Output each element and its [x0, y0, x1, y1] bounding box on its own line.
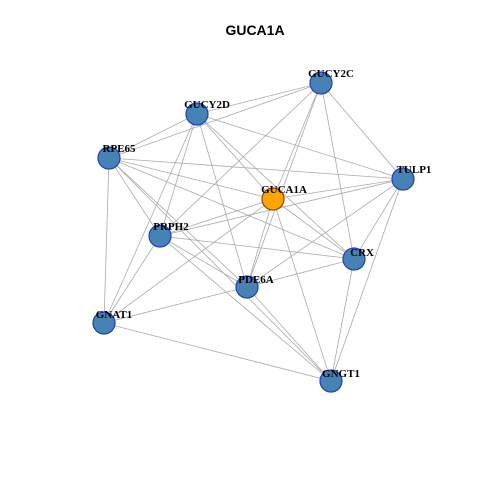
- node-gngt1: GNGT1: [319, 368, 360, 393]
- node-tulp1: TULP1: [391, 164, 432, 191]
- edge-rpe65-gngt1: [108, 157, 332, 382]
- node-gucy2d: GUCY2D: [184, 99, 230, 126]
- edge-guca1a-gnat1: [103, 198, 274, 324]
- node-circle: [97, 146, 121, 170]
- edge-tulp1-gngt1: [330, 178, 404, 382]
- node-circle: [309, 71, 333, 95]
- edge-gucy2c-prph2: [159, 82, 322, 237]
- edge-gucy2c-crx: [320, 82, 355, 260]
- edge-guca1a-pde6a: [246, 198, 274, 288]
- node-label: PRPH2: [153, 221, 189, 233]
- node-label: GUCA1A: [261, 184, 307, 196]
- node-circle: [148, 224, 172, 248]
- node-circle: [185, 102, 209, 126]
- edge-gucy2c-tulp1: [320, 82, 404, 180]
- edge-prph2-gngt1: [159, 235, 332, 382]
- node-rpe65: RPE65: [97, 143, 137, 170]
- edge-gucy2d-guca1a: [196, 113, 274, 200]
- node-guca1a: GUCA1A: [261, 184, 307, 211]
- node-label: GUCY2C: [308, 68, 354, 80]
- edge-crx-pde6a: [246, 258, 355, 288]
- node-circle: [391, 167, 415, 191]
- edge-prph2-crx: [159, 235, 355, 260]
- edge-pde6a-gnat1: [103, 286, 248, 324]
- edge-gucy2c-rpe65: [108, 82, 322, 159]
- node-label: PDE6A: [238, 274, 274, 286]
- edge-gucy2c-gucy2d: [196, 82, 322, 115]
- edge-rpe65-guca1a: [108, 157, 274, 200]
- edge-prph2-pde6a: [159, 235, 248, 288]
- edge-rpe65-prph2: [108, 157, 161, 237]
- edge-pde6a-gngt1: [246, 286, 332, 382]
- edge-guca1a-crx: [272, 198, 355, 260]
- node-circle: [261, 187, 285, 211]
- node-label: GUCY2D: [184, 99, 230, 111]
- edge-guca1a-prph2: [159, 198, 274, 237]
- diagram-title: GUCA1A: [225, 22, 284, 38]
- node-circle: [92, 311, 116, 335]
- node-prph2: PRPH2: [148, 221, 189, 248]
- edge-tulp1-prph2: [159, 178, 404, 237]
- edge-layer: [103, 82, 404, 382]
- edge-rpe65-gnat1: [103, 157, 110, 324]
- edge-gucy2d-rpe65: [108, 113, 198, 159]
- edge-rpe65-crx: [108, 157, 355, 260]
- node-label: CRX: [350, 247, 374, 259]
- node-label: TULP1: [397, 164, 432, 176]
- edge-rpe65-pde6a: [108, 157, 248, 288]
- edge-tulp1-pde6a: [246, 178, 404, 288]
- edge-gucy2c-pde6a: [246, 82, 322, 288]
- node-label: RPE65: [103, 143, 137, 155]
- edge-gucy2d-tulp1: [196, 113, 404, 180]
- node-label: GNGT1: [322, 368, 360, 380]
- node-label: GNAT1: [96, 309, 132, 321]
- edge-guca1a-tulp1: [272, 178, 404, 200]
- edge-gucy2d-crx: [196, 113, 355, 260]
- edge-gucy2d-gnat1: [103, 113, 198, 324]
- edge-rpe65-tulp1: [108, 157, 404, 180]
- node-crx: CRX: [342, 247, 374, 271]
- node-gnat1: GNAT1: [92, 309, 132, 335]
- node-pde6a: PDE6A: [235, 274, 274, 299]
- edge-crx-gngt1: [330, 258, 355, 382]
- edge-gnat1-gngt1: [103, 322, 332, 382]
- node-circle: [235, 275, 259, 299]
- node-circle: [342, 247, 366, 271]
- edge-tulp1-crx: [353, 178, 404, 260]
- edge-guca1a-gngt1: [272, 198, 332, 382]
- node-circle: [319, 369, 343, 393]
- edge-gucy2c-guca1a: [272, 82, 322, 200]
- edge-gucy2d-pde6a: [196, 113, 248, 288]
- node-gucy2c: GUCY2C: [308, 68, 354, 95]
- edge-prph2-gnat1: [103, 235, 161, 324]
